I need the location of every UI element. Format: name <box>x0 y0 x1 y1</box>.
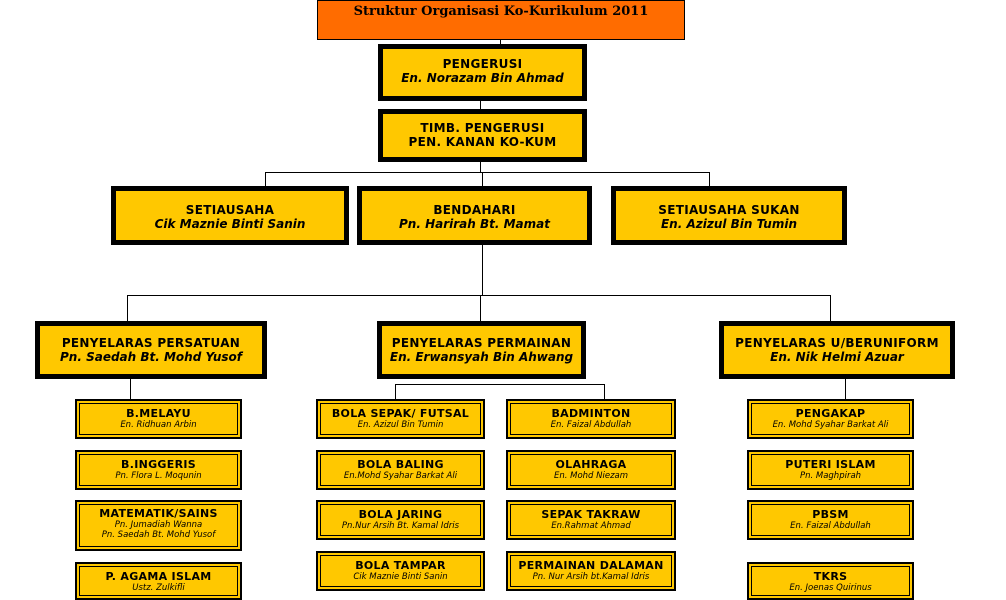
setiausaha-sukan-box: SETIAUSAHA SUKAN En. Azizul Bin Tumin <box>611 186 847 245</box>
connector-line <box>395 384 396 400</box>
box-name: Pn. Saedah Bt. Mohd Yusof <box>60 350 242 364</box>
box-name: En. Nik Helmi Azuar <box>770 350 904 364</box>
unit-name: En.Mohd Syahar Barkat Ali <box>343 471 458 481</box>
unit-title: TKRS <box>813 570 848 583</box>
unit-box-puteri-islam: PUTERI ISLAM Pn. Maghpirah <box>747 450 914 490</box>
connector-line <box>480 295 481 321</box>
unit-name: Pn. Jumadiah Wanna <box>114 520 203 530</box>
unit-box-matematik-sains: MATEMATIK/SAINS Pn. Jumadiah Wanna Pn. S… <box>75 500 242 551</box>
connector-line <box>709 172 710 186</box>
unit-title: PBSM <box>812 508 849 521</box>
unit-title: PERMAINAN DALAMAN <box>518 559 664 572</box>
unit-name: En. Ridhuan Arbin <box>120 420 197 430</box>
connector-line <box>482 245 483 295</box>
unit-title: B.INGGERIS <box>121 458 196 471</box>
connector-line <box>127 295 128 321</box>
unit-name: En. Joenas Quirinus <box>789 583 872 593</box>
box-title: PENYELARAS PERMAINAN <box>391 336 572 350</box>
connector-line <box>480 161 481 172</box>
penyelaras-permainan-box: PENYELARAS PERMAINAN En. Erwansyah Bin A… <box>377 321 586 379</box>
unit-title: OLAHRAGA <box>555 458 627 471</box>
unit-name: Cik Maznie Binti Sanin <box>353 572 448 582</box>
box-name: Pn. Harirah Bt. Mamat <box>399 217 550 231</box>
box-name: En. Norazam Bin Ahmad <box>401 71 564 85</box>
unit-box-pengakap: PENGAKAP En. Mohd Syahar Barkat Ali <box>747 399 914 439</box>
penyelaras-persatuan-box: PENYELARAS PERSATUAN Pn. Saedah Bt. Mohd… <box>35 321 267 379</box>
unit-box-melayu: B.MELAYU En. Ridhuan Arbin <box>75 399 242 439</box>
unit-name: En. Mohd Niezam <box>553 471 629 481</box>
unit-name: En. Azizul Bin Tumin <box>357 420 444 430</box>
box-title: BENDAHARI <box>433 203 516 217</box>
unit-title: BADMINTON <box>551 407 631 420</box>
unit-name: Pn. Nur Arsih bt.Kamal Idris <box>532 572 650 582</box>
unit-box-baling: BOLA BALING En.Mohd Syahar Barkat Ali <box>316 450 485 490</box>
unit-title: BOLA BALING <box>357 458 444 471</box>
penyelaras-beruniform-box: PENYELARAS U/BERUNIFORM En. Nik Helmi Az… <box>719 321 955 379</box>
unit-box-olahraga: OLAHRAGA En. Mohd Niezam <box>506 450 676 490</box>
unit-title: MATEMATIK/SAINS <box>99 507 218 520</box>
connector-line <box>265 172 266 186</box>
connector-line <box>845 379 846 399</box>
unit-box-badminton: BADMINTON En. Faizal Abdullah <box>506 399 676 439</box>
unit-title: SEPAK TAKRAW <box>541 508 641 521</box>
connector-line <box>604 384 605 400</box>
unit-box-takraw: SEPAK TAKRAW En.Rahmat Ahmad <box>506 500 676 540</box>
unit-title: PUTERI ISLAM <box>785 458 876 471</box>
unit-name: Pn. Flora L. Moqunin <box>115 471 202 481</box>
unit-box-pbsm: PBSM En. Faizal Abdullah <box>747 500 914 540</box>
unit-box-futsal: BOLA SEPAK/ FUTSAL En. Azizul Bin Tumin <box>316 399 485 439</box>
pengerusi-box: PENGERUSI En. Norazam Bin Ahmad <box>378 44 587 101</box>
unit-box-agama: P. AGAMA ISLAM Ustz. Zulkifli <box>75 562 242 600</box>
unit-name: Ustz. Zulkifli <box>132 583 185 593</box>
unit-box-dalaman: PERMAINAN DALAMAN Pn. Nur Arsih bt.Kamal… <box>506 551 676 591</box>
unit-box-tkrs: TKRS En. Joenas Quirinus <box>747 562 914 600</box>
unit-title: B.MELAYU <box>126 407 191 420</box>
box-name: En. Erwansyah Bin Ahwang <box>389 350 574 364</box>
unit-title: P. AGAMA ISLAM <box>105 570 212 583</box>
unit-title: BOLA SEPAK/ FUTSAL <box>331 407 470 420</box>
unit-box-inggeris: B.INGGERIS Pn. Flora L. Moqunin <box>75 450 242 490</box>
unit-name: Pn. Saedah Bt. Mohd Yusof <box>101 530 216 540</box>
box-name: En. Azizul Bin Tumin <box>660 217 797 231</box>
unit-title: BOLA TAMPAR <box>355 559 446 572</box>
box-title: SETIAUSAHA SUKAN <box>658 203 800 217</box>
timb-pengerusi-box: TIMB. PENGERUSI PEN. KANAN KO-KUM <box>378 109 587 162</box>
connector-line <box>480 101 481 109</box>
connector-line <box>500 40 501 46</box>
unit-title: BOLA JARING <box>358 508 443 521</box>
connector-line <box>130 379 131 399</box>
unit-name: Pn. Maghpirah <box>799 471 862 481</box>
box-name: PEN. KANAN KO-KUM <box>408 135 557 149</box>
connector-line <box>265 172 710 173</box>
bendahari-box: BENDAHARI Pn. Harirah Bt. Mamat <box>357 186 592 245</box>
unit-box-tampar: BOLA TAMPAR Cik Maznie Binti Sanin <box>316 551 485 591</box>
box-title: TIMB. PENGERUSI <box>420 121 545 135</box>
box-name: Cik Maznie Binti Sanin <box>154 217 306 231</box>
connector-line <box>395 384 605 385</box>
unit-name: Pn.Nur Arsih Bt. Kamal Idris <box>341 521 460 531</box>
unit-name: En. Faizal Abdullah <box>550 420 632 430</box>
box-title: PENGERUSI <box>442 57 523 71</box>
connector-line <box>830 295 831 321</box>
unit-name: En.Rahmat Ahmad <box>551 521 631 531</box>
box-title: SETIAUSAHA <box>185 203 275 217</box>
box-title: PENYELARAS U/BERUNIFORM <box>735 336 939 350</box>
unit-title: PENGAKAP <box>795 407 866 420</box>
setiausaha-box: SETIAUSAHA Cik Maznie Binti Sanin <box>111 186 349 245</box>
unit-box-jaring: BOLA JARING Pn.Nur Arsih Bt. Kamal Idris <box>316 500 485 540</box>
unit-name: En. Mohd Syahar Barkat Ali <box>772 420 889 430</box>
chart-title: Struktur Organisasi Ko-Kurikulum 2011 <box>317 0 685 40</box>
unit-name: En. Faizal Abdullah <box>790 521 871 531</box>
box-title: PENYELARAS PERSATUAN <box>61 336 241 350</box>
connector-line <box>482 172 483 186</box>
connector-line <box>127 295 831 296</box>
